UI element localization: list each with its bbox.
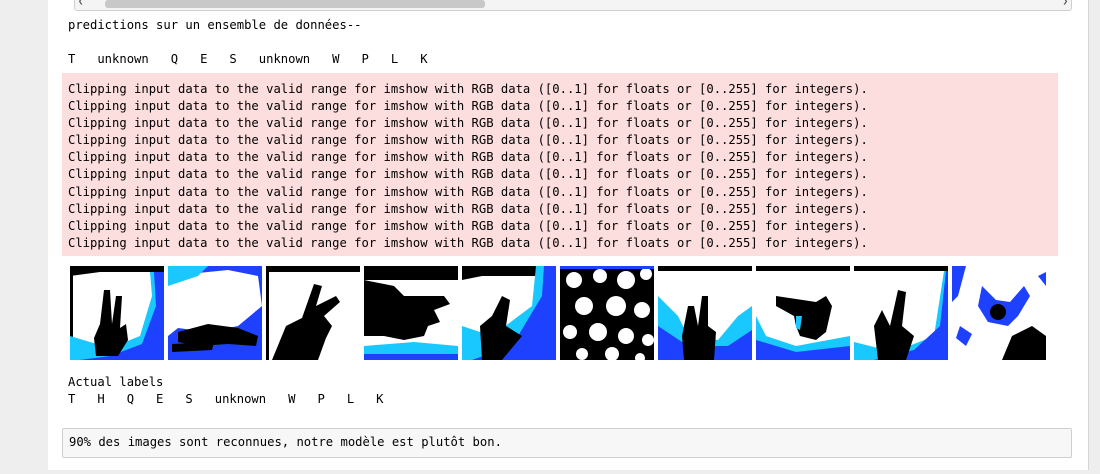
markdown-text: 90% des images sont reconnues, notre mod… xyxy=(69,435,502,449)
warning-line: Clipping input data to the valid range f… xyxy=(68,150,868,165)
prediction-header: predictions sur un ensemble de données-- xyxy=(68,18,362,32)
warning-line: Clipping input data to the valid range f… xyxy=(68,116,868,131)
warning-line: Clipping input data to the valid range f… xyxy=(68,133,868,148)
actual-labels: T H Q E S unknown W P L K xyxy=(68,392,384,406)
image-10-hand-sign xyxy=(952,266,1046,360)
image-4-hand-sign xyxy=(364,266,458,360)
warning-line: Clipping input data to the valid range f… xyxy=(68,235,868,250)
markdown-cell[interactable]: 90% des images sont reconnues, notre mod… xyxy=(62,428,1072,458)
actual-labels-title: Actual labels xyxy=(68,375,164,389)
warning-line: Clipping input data to the valid range f… xyxy=(68,184,868,199)
scroll-left-icon[interactable]: ❮ xyxy=(78,0,84,7)
horizontal-scrollbar[interactable]: ❮ ❯ xyxy=(74,0,1072,11)
image-7-hand-sign xyxy=(658,266,752,360)
image-3-hand-sign xyxy=(266,266,360,360)
image-1-hand-sign xyxy=(70,266,164,360)
scroll-right-icon[interactable]: ❯ xyxy=(1062,0,1068,7)
warning-line: Clipping input data to the valid range f… xyxy=(68,82,868,96)
warning-line: Clipping input data to the valid range f… xyxy=(68,99,868,114)
warning-line: Clipping input data to the valid range f… xyxy=(68,167,868,182)
warning-line: Clipping input data to the valid range f… xyxy=(68,218,868,233)
stderr-output: Clipping input data to the valid range f… xyxy=(62,73,1058,256)
figure-output xyxy=(70,266,1050,360)
image-6-noise-pattern xyxy=(560,266,654,360)
image-9-hand-sign xyxy=(854,266,948,360)
scrollbar-thumb[interactable] xyxy=(105,0,485,8)
predicted-labels: T unknown Q E S unknown W P L K xyxy=(68,52,428,66)
warning-lines: Clipping input data to the valid range f… xyxy=(68,81,868,252)
image-8-hand-sign xyxy=(756,266,850,360)
image-5-hand-sign xyxy=(462,266,556,360)
notebook-area: ❮ ❯ predictions sur un ensemble de donné… xyxy=(48,0,1089,470)
warning-line: Clipping input data to the valid range f… xyxy=(68,201,868,216)
image-2-hand-sign xyxy=(168,266,262,360)
